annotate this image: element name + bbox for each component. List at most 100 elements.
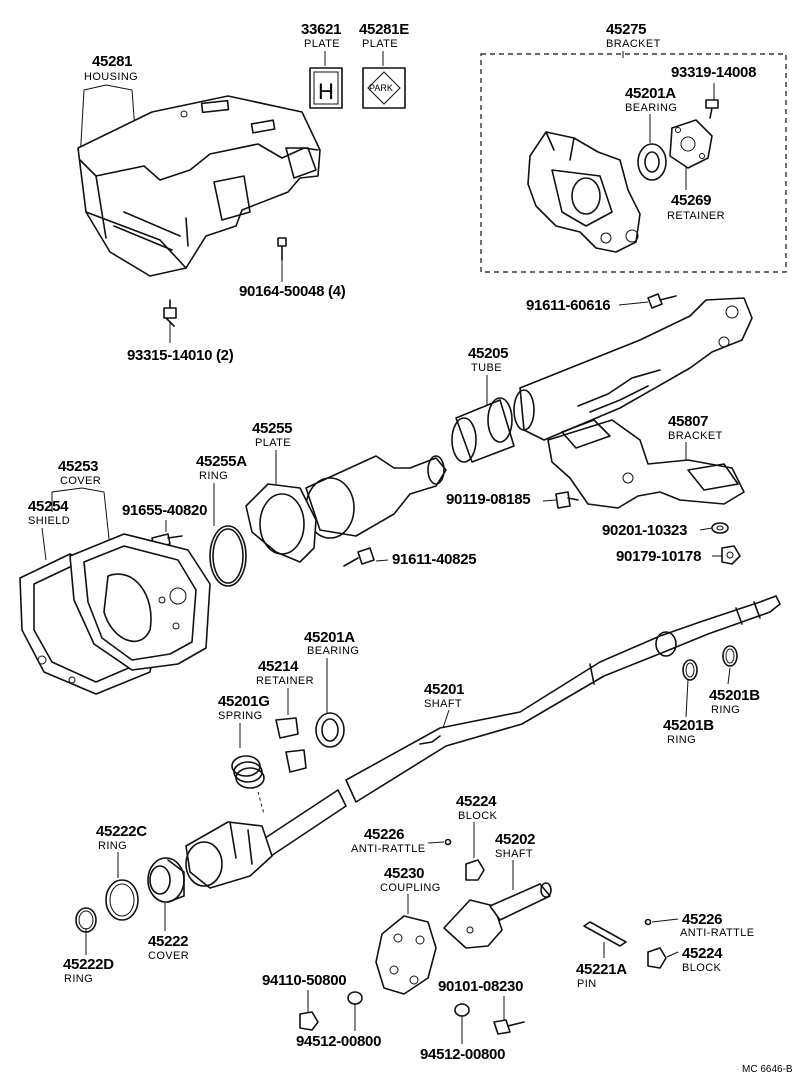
label-45224-top-name: BLOCK: [458, 810, 498, 822]
labels: 45281 HOUSING 33621 PLATE 45281E PLATE 4…: [28, 21, 793, 1075]
label-45275-name: BRACKET: [606, 38, 661, 50]
label-93315-number: 93315-14010 (2): [127, 347, 234, 364]
leader-45224-right: [666, 951, 679, 958]
plate-33621: H: [309, 67, 343, 109]
label-94512-left-number: 94512-00800: [296, 1033, 381, 1050]
nut-90179-10178: [721, 545, 741, 565]
label-45281-number: 45281: [92, 53, 132, 70]
label-45230-name: COUPLING: [380, 882, 441, 894]
leader-91611-408: [375, 559, 389, 562]
shaft-45202: [443, 882, 552, 949]
label-45222c-name: RING: [98, 840, 127, 852]
ring-45201b-left: [682, 659, 698, 681]
label-94110-number: 94110-50800: [262, 972, 346, 989]
washer-94512-left: [347, 991, 363, 1005]
label-45201g-number: 45201G: [218, 693, 270, 710]
label-91655-number: 91655-40820: [122, 502, 207, 519]
label-45201a-mid-number: 45201A: [304, 629, 355, 646]
label-90164-number: 90164-50048 (4): [239, 283, 346, 300]
leader-45201b-right: [727, 667, 731, 685]
label-45202-number: 45202: [495, 831, 535, 848]
label-91611-606-number: 91611-60616: [526, 297, 610, 314]
leader-45281-a: [79, 84, 107, 161]
label-90101-number: 90101-08230: [438, 978, 523, 995]
label-45254-number: 45254: [28, 498, 69, 515]
anti-rattle-45226-right: [644, 918, 652, 926]
leader-45201: [442, 709, 450, 729]
footer-code: MC 6646-B: [742, 1064, 793, 1075]
label-94512-right-number: 94512-00800: [420, 1046, 505, 1063]
label-45222-number: 45222: [148, 933, 188, 950]
label-45224-right-number: 45224: [682, 945, 723, 962]
label-45281e-name: PLATE: [362, 38, 398, 50]
label-91611-408-number: 91611-40825: [392, 551, 476, 568]
retainer-45214: [275, 717, 307, 773]
label-45201g-name: SPRING: [218, 710, 263, 722]
label-45224-top-number: 45224: [456, 793, 497, 810]
shaft-45201: [345, 595, 781, 803]
label-45281e-number: 45281E: [359, 21, 409, 38]
bracket-assembly-dashed-box: [480, 53, 787, 273]
label-45253-number: 45253: [58, 458, 98, 475]
label-45201a-top-name: BEARING: [625, 102, 677, 114]
plate-45281e: PARK: [362, 67, 406, 109]
ring-45201b-right: [722, 645, 738, 667]
bracket-45275: [527, 131, 641, 253]
anti-rattle-45226-left: [444, 838, 452, 846]
bearing-45201a-mid: [315, 712, 345, 748]
screw-90164: [277, 237, 287, 261]
bearing-45201a-top: [637, 143, 667, 181]
label-45275-number: 45275: [606, 21, 646, 38]
label-45222-name: COVER: [148, 950, 189, 962]
block-45224-right: [647, 947, 667, 969]
lower-shaft: [185, 789, 347, 889]
label-45230-number: 45230: [384, 865, 424, 882]
label-45201a-top-number: 45201A: [625, 85, 676, 102]
label-45201b-right-name: RING: [711, 704, 740, 716]
label-45253-name: COVER: [60, 475, 101, 487]
leader-45253-b: [81, 487, 111, 549]
label-33621-name: PLATE: [304, 38, 340, 50]
bolt-90119-08185: [555, 491, 579, 509]
ring-45222d: [75, 907, 97, 933]
plate-45255: [245, 455, 447, 563]
plate-33621-glyph: H: [318, 79, 334, 104]
label-45222d-number: 45222D: [63, 956, 114, 973]
spring-45201g: [231, 755, 265, 815]
washer-90201-10323: [711, 522, 729, 534]
label-45221a-name: PIN: [577, 978, 597, 990]
ring-45222c: [105, 879, 139, 921]
housing-45281: [77, 95, 321, 277]
label-45202-name: SHAFT: [495, 848, 533, 860]
label-90119-number: 90119-08185: [446, 491, 530, 508]
leader-45226-right: [651, 918, 679, 923]
bracket-45807: [547, 419, 745, 509]
label-45255a-number: 45255A: [196, 453, 247, 470]
leader-45253-a: [51, 487, 83, 512]
ring-45255a: [209, 525, 247, 587]
label-45205-number: 45205: [468, 345, 508, 362]
label-45255-number: 45255: [252, 420, 292, 437]
label-90201-number: 90201-10323: [602, 522, 687, 539]
nut-94110-50800: [299, 1011, 319, 1031]
label-45281-name: HOUSING: [84, 71, 138, 83]
label-45201b-left-name: RING: [667, 734, 696, 746]
label-45201a-mid-name: BEARING: [307, 645, 359, 657]
label-45807-name: BRACKET: [668, 430, 723, 442]
label-93319-number: 93319-14008: [671, 64, 756, 81]
label-45226-right-number: 45226: [682, 911, 722, 928]
label-45222d-name: RING: [64, 973, 93, 985]
tube-45205: [513, 297, 753, 441]
label-45254-name: SHIELD: [28, 515, 70, 527]
leader-45201b-left: [685, 679, 689, 718]
label-45269-number: 45269: [671, 192, 711, 209]
label-45269-name: RETAINER: [667, 210, 725, 222]
leader-90119: [542, 499, 557, 502]
block-45224-top: [465, 859, 485, 881]
screw-93315: [163, 299, 177, 327]
label-45807-number: 45807: [668, 413, 708, 430]
label-45201b-left-number: 45201B: [663, 717, 714, 734]
label-45226-left-number: 45226: [364, 826, 404, 843]
label-45222c-number: 45222C: [96, 823, 147, 840]
